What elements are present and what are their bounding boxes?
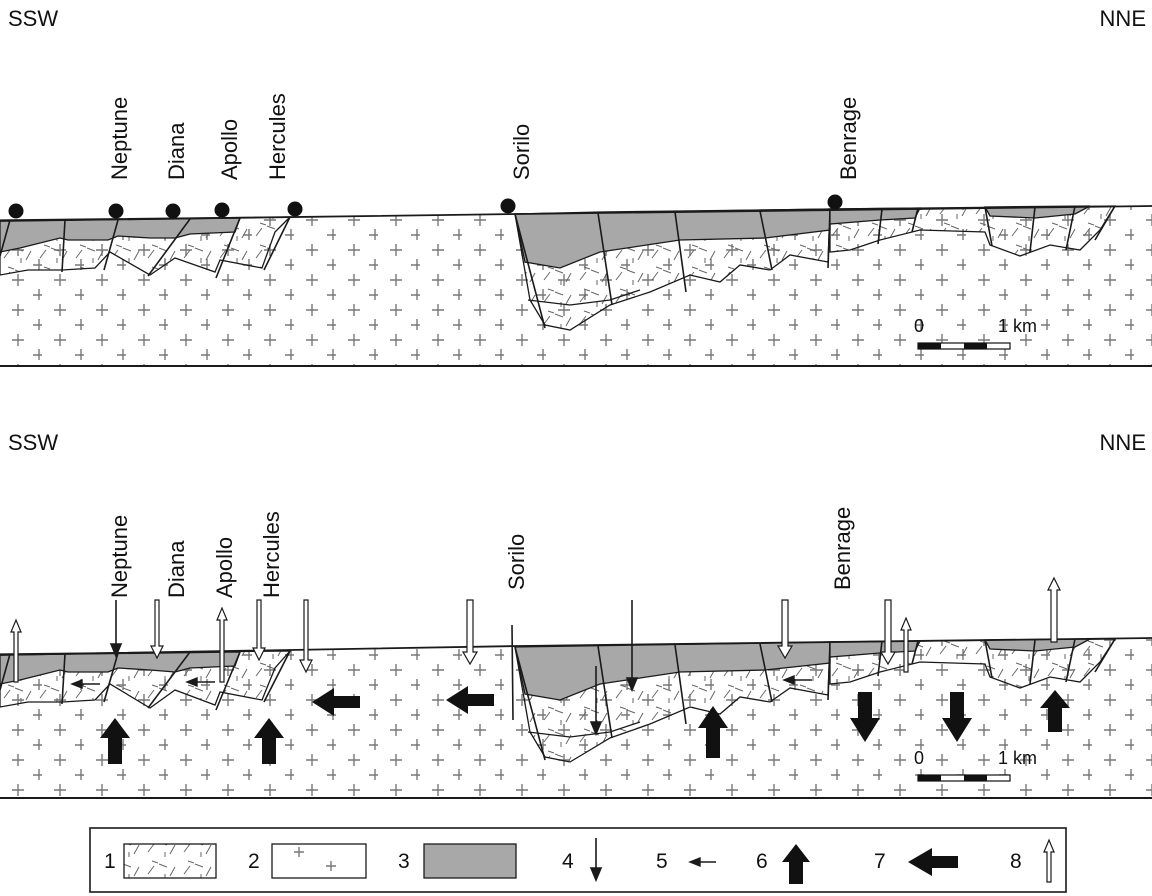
well-marker-benrage xyxy=(827,194,843,210)
faults-sorilo xyxy=(511,624,831,761)
site-label-diana: Diana xyxy=(164,540,189,598)
site-label-benrage: Benrage xyxy=(836,97,861,180)
site-label-neptune: Neptune xyxy=(107,515,132,598)
site-label-diana: Diana xyxy=(164,122,189,180)
bold-up-arrow-icon xyxy=(1040,690,1070,732)
scale-km: 1 km xyxy=(998,748,1037,768)
bold-down-arrow-icon xyxy=(942,692,972,742)
legend-number-5: 5 xyxy=(656,850,668,873)
hollow-up-arrows xyxy=(10,576,1061,683)
bold-up-arrow-icon xyxy=(254,718,284,764)
legend-swatch-plus xyxy=(271,843,367,879)
site-label-apollo: Apollo xyxy=(217,119,242,180)
legend-number-3: 3 xyxy=(398,850,410,873)
site-label-neptune: Neptune xyxy=(107,97,132,180)
scale-bar-top: 0 1 km xyxy=(914,316,1037,350)
hollow-down-arrow-icon xyxy=(461,599,479,666)
hollow-up-arrow-icon xyxy=(900,616,912,673)
hollow-up-arrow-icon xyxy=(1047,576,1061,643)
hollow-down-arrow-icon xyxy=(252,599,266,662)
legend: 1 2 3 4 5 6 7 8 xyxy=(89,827,1067,893)
hollow-up-arrow-icon xyxy=(1043,838,1055,883)
thin-down-arrow-icon xyxy=(625,600,639,693)
panel-bottom: SSW NNE xyxy=(0,430,1152,799)
faults-left xyxy=(0,216,291,279)
scale-bar-bottom: 0 1 km xyxy=(914,748,1037,782)
well-marker-diana xyxy=(165,203,181,219)
hollow-down-arrow-icon xyxy=(776,599,794,660)
site-label-sorilo: Sorilo xyxy=(504,534,529,590)
thin-down-arrow-icon xyxy=(109,600,123,659)
site-label-benrage: Benrage xyxy=(830,507,855,590)
well-marker xyxy=(8,203,24,219)
legend-plus-marks xyxy=(294,847,336,871)
well-markers-top xyxy=(8,194,843,219)
bold-down-arrow-icon xyxy=(850,692,880,742)
well-marker-sorilo xyxy=(500,198,516,214)
direction-label-right: NNE xyxy=(1100,6,1146,31)
bold-left-arrow-icon xyxy=(908,848,958,876)
hollow-down-arrows xyxy=(150,599,897,674)
site-label-hercules: Hercules xyxy=(259,511,284,598)
layer-boundary-sorilo xyxy=(527,721,641,738)
legend-swatch-gray xyxy=(423,843,517,879)
panel-top: SSW NNE xyxy=(0,6,1152,367)
thin-left-arrow-icon xyxy=(185,676,215,688)
thin-down-arrow-icon xyxy=(589,666,603,737)
scale-km: 1 km xyxy=(998,316,1037,336)
direction-label-left: SSW xyxy=(8,6,58,31)
thin-left-arrow-icon xyxy=(782,674,812,686)
well-marker-neptune xyxy=(108,203,124,219)
faults-left xyxy=(0,650,291,711)
legend-number-8: 8 xyxy=(1010,850,1022,873)
subsidence-arrows xyxy=(109,600,639,737)
site-label-hercules: Hercules xyxy=(265,93,290,180)
bold-left-arrows xyxy=(312,686,494,716)
legend-number-7: 7 xyxy=(874,850,886,873)
site-label-apollo: Apollo xyxy=(212,537,237,598)
scale-zero: 0 xyxy=(914,748,924,768)
site-label-sorilo: Sorilo xyxy=(509,124,534,180)
bold-up-arrow-icon xyxy=(782,844,810,884)
bold-up-arrow-icon xyxy=(698,706,728,758)
well-marker-apollo xyxy=(214,202,230,218)
topographic-surface xyxy=(0,637,1152,656)
thin-down-arrow-icon xyxy=(589,838,603,883)
bold-up-arrow-icon xyxy=(100,718,130,764)
hollow-up-arrow-icon xyxy=(216,606,228,683)
hollow-down-arrow-icon xyxy=(299,599,313,674)
well-marker-hercules xyxy=(287,201,303,217)
topographic-surface xyxy=(0,205,1152,222)
thin-left-arrow-icon xyxy=(70,678,100,690)
direction-label-right: NNE xyxy=(1100,430,1146,455)
bold-left-arrow-icon xyxy=(446,686,494,714)
hollow-up-arrow-icon xyxy=(10,618,22,683)
legend-number-4: 4 xyxy=(562,850,574,873)
legend-number-1: 1 xyxy=(104,850,116,873)
legend-swatch-hatch xyxy=(123,843,217,879)
layer-boundary-sorilo xyxy=(527,289,641,306)
bold-left-arrow-icon xyxy=(312,688,360,716)
thin-left-arrows xyxy=(70,674,812,690)
faults-right xyxy=(877,638,1116,685)
bold-up-arrows xyxy=(100,690,1070,764)
hollow-down-arrow-icon xyxy=(150,599,164,660)
legend-number-6: 6 xyxy=(756,850,768,873)
legend-number-2: 2 xyxy=(248,850,260,873)
direction-label-left: SSW xyxy=(8,430,58,455)
scale-zero: 0 xyxy=(914,316,924,336)
legend-frame xyxy=(89,827,1067,893)
bold-down-arrows xyxy=(850,692,972,742)
hollow-down-arrow-icon xyxy=(879,599,897,666)
thin-left-arrow-icon xyxy=(688,856,716,868)
faults-right xyxy=(877,205,1116,253)
